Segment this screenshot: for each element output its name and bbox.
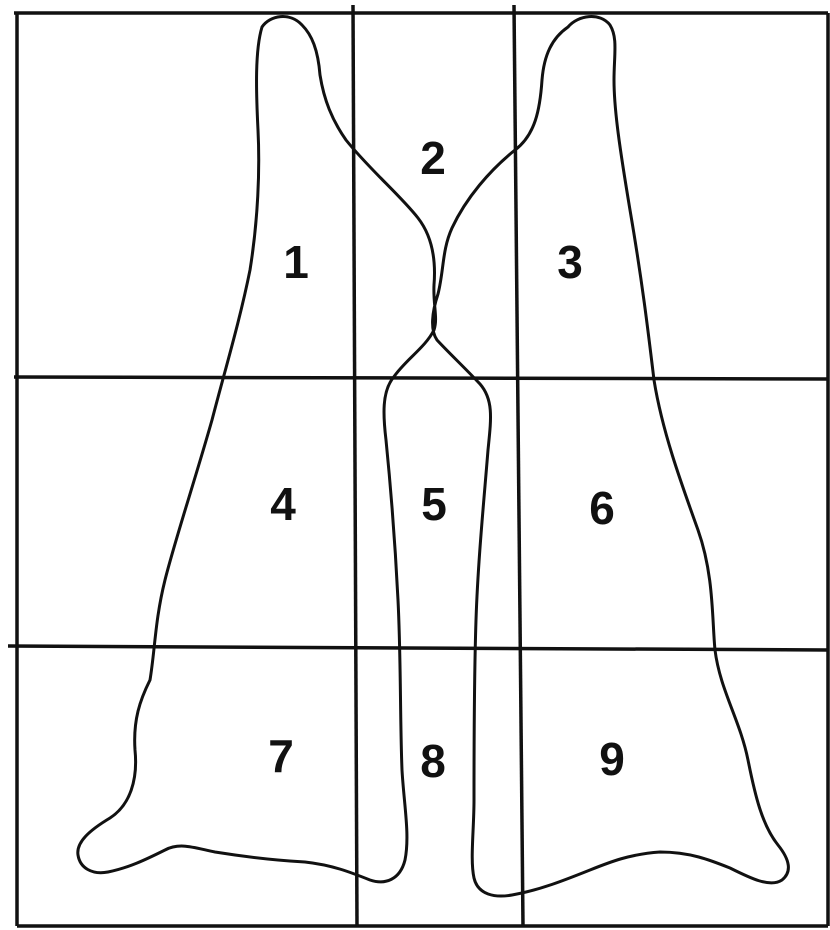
grid-horizontal-line-lower	[8, 646, 828, 650]
region-label-8: 8	[420, 735, 446, 787]
region-labels: 1 2 3 4 5 6 7 8 9	[268, 132, 625, 787]
region-label-4: 4	[270, 478, 296, 530]
grid-horizontal-line-upper	[14, 377, 828, 379]
region-label-6: 6	[589, 482, 615, 534]
region-label-3: 3	[557, 236, 583, 288]
region-label-7: 7	[268, 730, 294, 782]
region-label-9: 9	[599, 733, 625, 785]
region-label-1: 1	[283, 236, 309, 288]
grid-vertical-line-left	[353, 5, 357, 926]
region-label-2: 2	[420, 132, 446, 184]
region-label-5: 5	[421, 478, 447, 530]
